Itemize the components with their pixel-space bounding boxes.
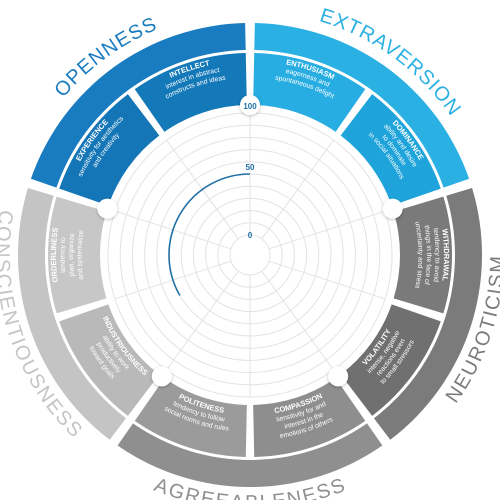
aspect-description-line: tendency to avoid [432,228,441,283]
scale-label-100: 100 [243,102,257,111]
scale-disc [104,109,396,401]
ring-node [240,95,260,115]
aspect-description-line: tendency to [59,237,67,273]
domain-ring [17,23,482,488]
scale-labels: 100 50 0 [243,102,257,240]
aspect-description-line: uncertainty and stress [413,221,423,290]
grid-spoke [268,210,386,250]
aspect-segment-intellect [134,53,247,132]
domain-segment-extraversion [254,23,470,188]
aspect-description-line: plan, organize [68,233,76,277]
aspect-title-withdrawal: WITHDRAWAL [440,228,451,282]
domain-segment-openness [30,23,246,188]
ring-node [97,198,118,219]
aspect-ring [47,53,452,457]
domain-segment-conscientiousness [17,187,127,440]
aspect-segment-compassion [253,378,366,457]
grid-spoke [166,270,239,371]
scale-label-0: 0 [248,231,253,240]
domain-segment-neuroticism [373,187,482,440]
aspect-segment-withdrawal [393,196,452,314]
grid-spoke [261,270,334,371]
aspect-segment-dominance [340,94,441,206]
aspect-segment-enthusiasm [253,53,366,132]
ring-node [151,366,172,387]
aspect-segment-experience [59,94,160,206]
grid-spoke [261,139,334,240]
aspect-description-line: and systematize [76,230,85,281]
scale-label-50: 50 [246,163,255,172]
aspect-segment-industriousness [59,304,160,416]
aspect-description-line: things in the face of [423,225,432,286]
aspect-segment-politeness [134,378,247,457]
ring-nodes [97,95,403,387]
ring-node [328,366,349,387]
ring-node [382,198,403,219]
grid-spoke [268,260,386,300]
scale-disc-background [104,109,396,401]
aspect-segment-volatility [340,304,441,416]
domain-segment-agreeableness [117,423,383,488]
aspect-title-orderliness: ORDERLINESS [49,227,60,283]
score-arc [168,173,251,296]
aspect-segment-orderliness [47,196,107,314]
